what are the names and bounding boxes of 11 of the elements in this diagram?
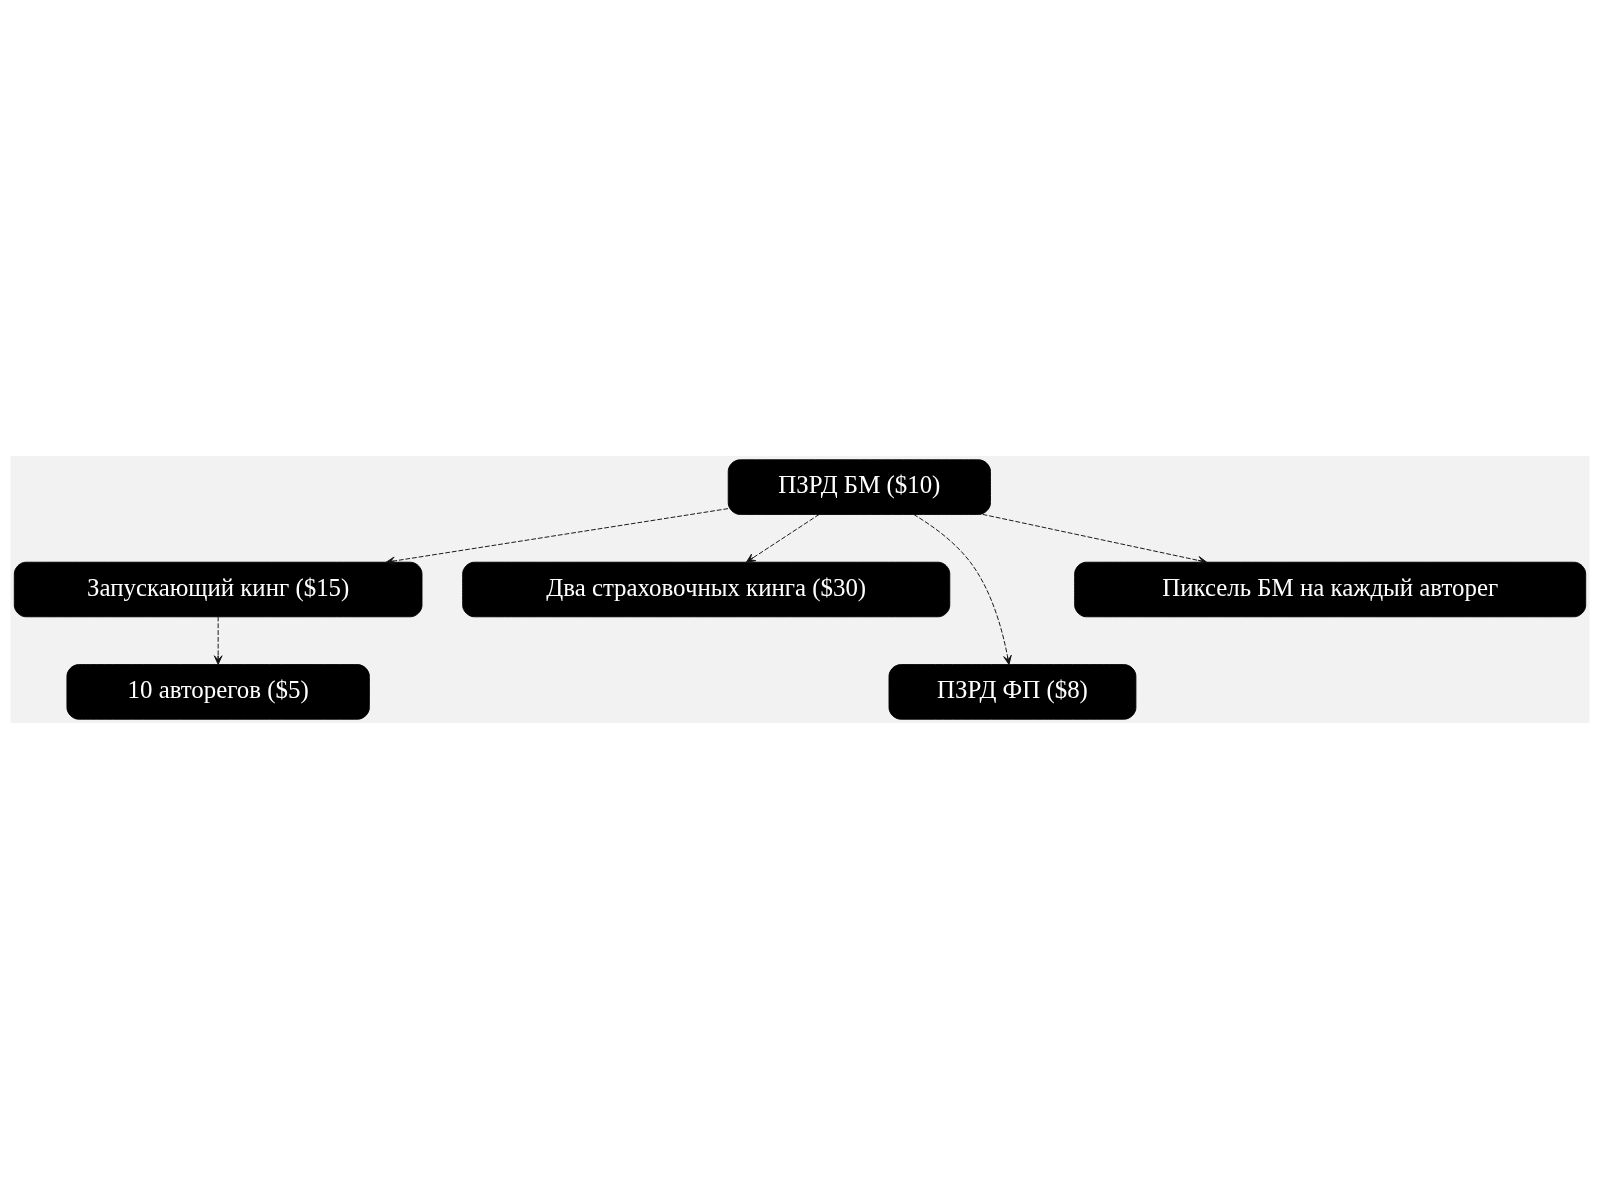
node-box: Запускающий кинг ($15) — [13, 561, 423, 617]
node-box: ПЗРД ФП ($8) — [888, 663, 1137, 720]
node-box: Два страховочных кинга ($30) — [462, 561, 951, 617]
arrow — [213, 615, 223, 665]
node-box: Пиксель БМ на каждый авторег — [1074, 561, 1587, 617]
node-box: ПЗРД БМ ($10) — [727, 458, 991, 515]
arrow — [913, 513, 1012, 665]
arrow — [982, 513, 1208, 565]
node-box: 10 авторегов ($5) — [66, 663, 370, 720]
arrow — [385, 507, 729, 565]
arrow — [745, 513, 820, 563]
